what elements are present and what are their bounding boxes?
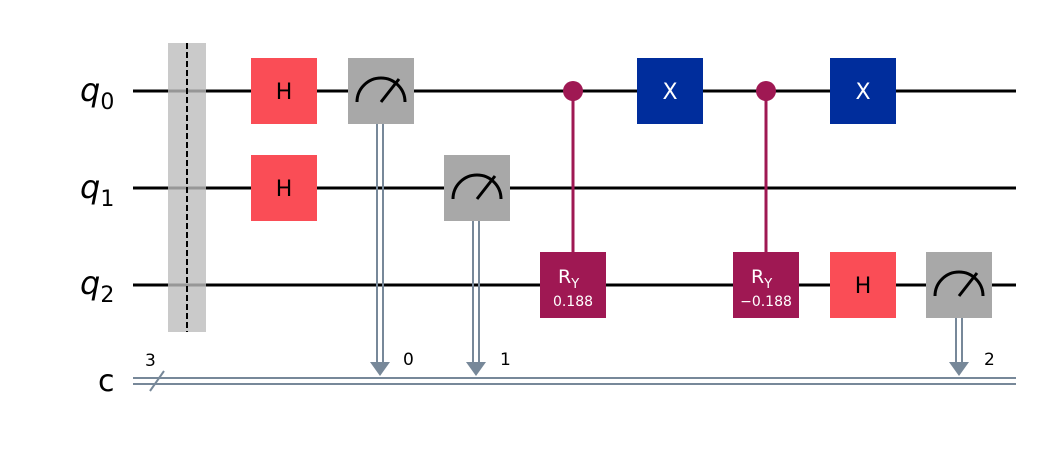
- control-dot: [756, 81, 776, 101]
- h-gate-q2[interactable]: H: [830, 252, 896, 318]
- barrier: [168, 43, 206, 332]
- svg-text:RY: RY: [558, 266, 579, 292]
- meter-icon: [355, 76, 407, 103]
- svg-text:H: H: [276, 177, 293, 202]
- ry-param: 0.188: [553, 294, 593, 310]
- register-size-slash: [149, 370, 165, 392]
- classical-wire: [133, 377, 1016, 385]
- register-size-label: 3: [145, 351, 156, 371]
- clbit-label-1: 1: [500, 350, 511, 370]
- h-gate-q1[interactable]: H: [251, 155, 317, 221]
- controlled-ry-gate-2[interactable]: RY −0.188: [733, 81, 799, 318]
- qubit-label-q2: q2: [80, 264, 114, 308]
- clbit-label-0: 0: [403, 350, 414, 370]
- control-dot: [563, 81, 583, 101]
- measure-gate-q2[interactable]: [926, 252, 992, 376]
- svg-text:H: H: [855, 274, 872, 299]
- x-gate-2[interactable]: X: [830, 58, 896, 124]
- svg-text:H: H: [276, 80, 293, 105]
- measure-gate-q0[interactable]: [348, 58, 414, 376]
- svg-text:RY: RY: [751, 266, 772, 292]
- meter-icon: [451, 173, 503, 200]
- qubit-label-q0: q0: [80, 71, 114, 115]
- classical-register-label: c: [98, 364, 115, 399]
- measure-gate-q1[interactable]: [444, 155, 510, 376]
- svg-text:X: X: [855, 80, 870, 105]
- x-gate-1[interactable]: X: [637, 58, 703, 124]
- meter-icon: [933, 270, 985, 297]
- ry-param: −0.188: [740, 294, 792, 310]
- h-gate-q0[interactable]: H: [251, 58, 317, 124]
- controlled-ry-gate-1[interactable]: RY 0.188: [540, 81, 606, 318]
- svg-text:X: X: [662, 80, 677, 105]
- clbit-label-2: 2: [984, 350, 995, 370]
- qubit-label-q1: q1: [80, 168, 114, 212]
